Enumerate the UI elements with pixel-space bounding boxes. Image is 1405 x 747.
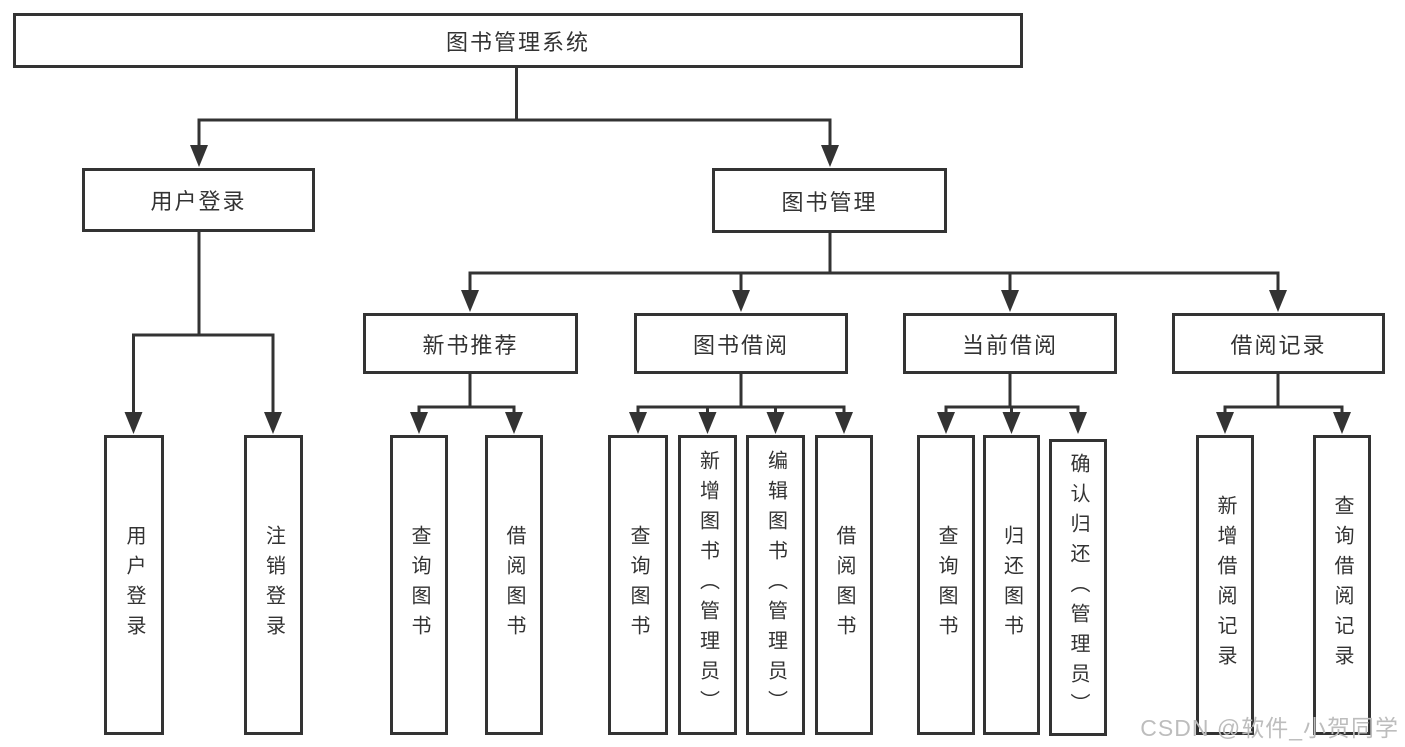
leaf-edit-books-admin: 编辑图书（管理员） bbox=[746, 435, 805, 735]
leaf-recommend-query-books-label: 查询图书 bbox=[408, 525, 430, 645]
connector-bookborrow-to-leaves bbox=[636, 373, 846, 416]
leaf-current-query-books-label: 查询图书 bbox=[935, 525, 957, 645]
arrow-icon bbox=[766, 412, 785, 434]
connector-userlogin-to-leaves bbox=[132, 232, 275, 416]
arrow-icon bbox=[461, 290, 479, 312]
arrow-icon bbox=[821, 145, 839, 167]
leaf-recommend-query-books: 查询图书 bbox=[390, 435, 448, 735]
leaf-logout: 注销登录 bbox=[244, 435, 303, 735]
arrow-icon bbox=[732, 290, 750, 312]
node-current-borrow-label: 当前借阅 bbox=[961, 332, 1058, 358]
arrow-icon bbox=[264, 412, 282, 434]
leaf-return-books: 归还图书 bbox=[983, 435, 1040, 735]
node-root-label: 图书管理系统 bbox=[445, 29, 590, 55]
node-book-management: 图书管理 bbox=[712, 168, 947, 233]
leaf-query-borrow-record-label: 查询借阅记录 bbox=[1331, 495, 1353, 675]
leaf-add-books-admin: 新增图书（管理员） bbox=[678, 435, 737, 735]
node-book-management-label: 图书管理 bbox=[781, 189, 878, 215]
leaf-recommend-borrow-books-label: 借阅图书 bbox=[503, 525, 525, 645]
arrow-icon bbox=[1001, 290, 1019, 312]
node-new-book-recommend: 新书推荐 bbox=[363, 313, 578, 374]
leaf-edit-books-admin-label: 编辑图书（管理员） bbox=[764, 450, 787, 720]
leaf-recommend-borrow-books: 借阅图书 bbox=[485, 435, 543, 735]
node-user-login: 用户登录 bbox=[82, 168, 315, 232]
csdn-watermark: CSDN @软件_小贺同学 bbox=[1140, 715, 1399, 741]
arrow-icon bbox=[1002, 412, 1021, 434]
connector-bookmgmt-to-level3 bbox=[468, 233, 1280, 294]
leaf-logout-label: 注销登录 bbox=[262, 525, 285, 645]
leaf-borrow-books: 借阅图书 bbox=[815, 435, 873, 735]
leaf-borrow-query-books-label: 查询图书 bbox=[627, 525, 649, 645]
arrow-icon bbox=[835, 412, 853, 434]
arrow-icon bbox=[505, 412, 523, 434]
arrow-icon bbox=[698, 412, 717, 434]
arrow-icon bbox=[629, 412, 647, 434]
node-current-borrow: 当前借阅 bbox=[903, 313, 1117, 374]
leaf-user-login: 用户登录 bbox=[104, 435, 164, 735]
arrowheads bbox=[124, 145, 1351, 434]
leaf-confirm-return-admin: 确认归还（管理员） bbox=[1049, 439, 1107, 736]
arrow-icon bbox=[410, 412, 428, 434]
arrow-icon bbox=[124, 412, 143, 434]
leaf-borrow-query-books: 查询图书 bbox=[608, 435, 668, 735]
leaf-return-books-label: 归还图书 bbox=[1000, 525, 1023, 645]
leaf-borrow-books-label: 借阅图书 bbox=[833, 525, 855, 645]
connector-newbook-to-leaves bbox=[417, 373, 516, 416]
arrow-icon bbox=[1216, 412, 1234, 434]
leaf-confirm-return-admin-label: 确认归还（管理员） bbox=[1067, 452, 1089, 723]
node-borrow-records: 借阅记录 bbox=[1172, 313, 1385, 374]
node-borrow-records-label: 借阅记录 bbox=[1230, 332, 1327, 358]
node-book-borrow: 图书借阅 bbox=[634, 313, 848, 374]
node-new-book-recommend-label: 新书推荐 bbox=[422, 332, 519, 358]
leaf-add-borrow-record-label: 新增借阅记录 bbox=[1214, 495, 1236, 675]
arrow-icon bbox=[1069, 412, 1087, 434]
connector-records-to-leaves bbox=[1223, 373, 1344, 416]
node-book-borrow-label: 图书借阅 bbox=[692, 332, 789, 358]
connector-root-to-level2 bbox=[197, 68, 832, 150]
arrow-icon bbox=[937, 412, 955, 434]
arrow-icon bbox=[1333, 412, 1351, 434]
leaf-current-query-books: 查询图书 bbox=[917, 435, 975, 735]
leaf-add-borrow-record: 新增借阅记录 bbox=[1196, 435, 1254, 735]
leaf-query-borrow-record: 查询借阅记录 bbox=[1313, 435, 1371, 735]
leaf-add-books-admin-label: 新增图书（管理员） bbox=[696, 450, 719, 720]
arrow-icon bbox=[190, 145, 208, 167]
node-user-login-label: 用户登录 bbox=[150, 189, 247, 214]
node-root: 图书管理系统 bbox=[13, 13, 1023, 68]
leaf-user-login-label: 用户登录 bbox=[123, 525, 145, 645]
arrow-icon bbox=[1269, 290, 1287, 312]
connector-currentborrow-to-leaves bbox=[944, 373, 1080, 416]
